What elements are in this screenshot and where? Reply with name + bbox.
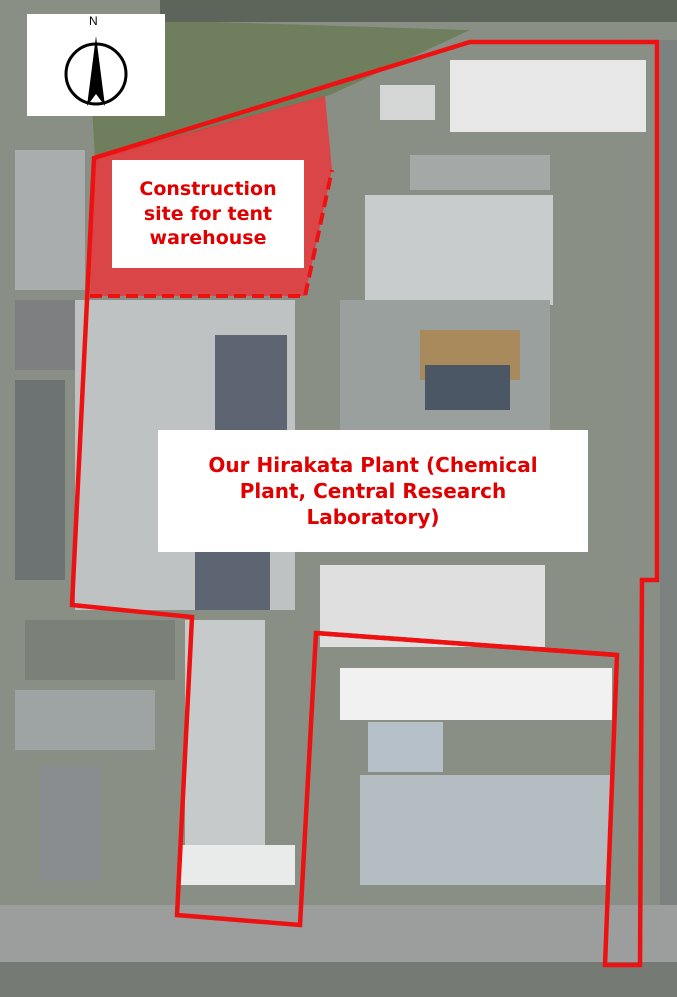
- building: [360, 775, 610, 885]
- solar-panels: [215, 335, 287, 430]
- building: [15, 380, 65, 580]
- building: [180, 845, 295, 885]
- building: [185, 620, 265, 850]
- road: [0, 905, 677, 965]
- grass-area: [90, 20, 470, 160]
- building: [340, 668, 612, 720]
- parking-lot: [25, 620, 175, 680]
- building: [40, 765, 100, 880]
- solar-panels: [195, 550, 270, 610]
- building: [380, 85, 435, 120]
- inner-boundary-line: [315, 630, 618, 658]
- building: [15, 300, 80, 370]
- building: [365, 195, 553, 305]
- label-line: Plant, Central Research: [239, 479, 507, 503]
- construction-site-label: Construction site for tent warehouse: [112, 160, 304, 268]
- neighbour-strip: [660, 40, 677, 970]
- north-label: N: [89, 14, 98, 28]
- building: [368, 722, 443, 772]
- solar-panels: [425, 365, 510, 410]
- building: [320, 565, 545, 647]
- building: [15, 150, 85, 290]
- plant-label: Our Hirakata Plant (Chemical Plant, Cent…: [158, 430, 588, 552]
- building: [15, 690, 155, 750]
- street-area: [0, 962, 677, 997]
- label-line: Our Hirakata Plant (Chemical: [208, 453, 538, 477]
- label-line: Construction: [139, 177, 277, 200]
- label-line: site for tent: [143, 202, 273, 225]
- top-strip: [160, 0, 677, 22]
- parking-area: [410, 155, 550, 190]
- label-line: warehouse: [149, 227, 267, 250]
- plant-boundary: [69, 39, 660, 968]
- building: [450, 60, 646, 132]
- north-arrow-icon: [64, 36, 128, 106]
- compass-panel: [27, 14, 165, 116]
- label-line: Laboratory): [306, 505, 440, 529]
